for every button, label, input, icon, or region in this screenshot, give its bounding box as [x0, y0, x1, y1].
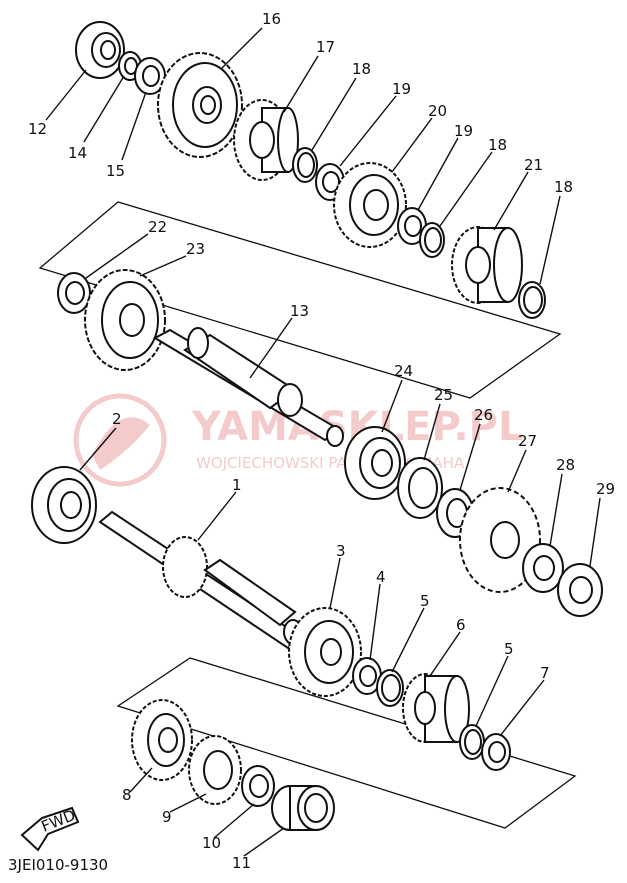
label-5b: 5	[504, 640, 514, 658]
label-2: 2	[112, 410, 122, 428]
leader-lines	[45, 27, 601, 857]
part-20-gear	[333, 162, 407, 248]
fwd-label: FWD	[39, 806, 78, 836]
label-11: 11	[232, 854, 251, 872]
label-18a: 18	[352, 60, 371, 78]
upper-gear-frame	[38, 201, 562, 399]
label-22: 22	[148, 218, 167, 236]
part-5b-circlip	[459, 724, 485, 760]
part-13-main-axle	[152, 327, 344, 447]
label-18c: 18	[554, 178, 573, 196]
part-27-sprocket	[459, 487, 541, 593]
part-28-lock-washer	[522, 543, 564, 593]
part-25-oil-seal	[397, 457, 443, 519]
label-28: 28	[556, 456, 575, 474]
label-9: 9	[162, 808, 172, 826]
part-6-gear	[402, 673, 470, 743]
lower-gear-frame	[116, 657, 577, 829]
label-1: 1	[232, 476, 242, 494]
label-13: 13	[290, 302, 309, 320]
label-15: 15	[106, 162, 125, 180]
label-5a: 5	[420, 592, 430, 610]
part-12-bearing	[75, 21, 125, 79]
label-17: 17	[316, 38, 335, 56]
label-21: 21	[524, 156, 543, 174]
part-8-gear	[131, 699, 193, 781]
part-22-washer	[57, 272, 91, 314]
part-16-gear	[157, 52, 243, 158]
part-23-gear	[84, 269, 166, 371]
label-4: 4	[376, 568, 386, 586]
label-19b: 19	[454, 122, 473, 140]
label-18b: 18	[488, 136, 507, 154]
label-16: 16	[262, 10, 281, 28]
part-17-gear	[233, 99, 299, 181]
label-14: 14	[68, 144, 87, 162]
label-29: 29	[596, 480, 615, 498]
part-19b-washer	[397, 207, 427, 245]
part-10-washer	[241, 765, 275, 807]
label-24: 24	[394, 362, 413, 380]
part-2-bearing	[31, 466, 97, 544]
part-labels: 12 14 15 16 17 18 19 20 19 18 21 18 22 2…	[28, 10, 615, 872]
label-26: 26	[474, 406, 493, 424]
label-10: 10	[202, 834, 221, 852]
part-7-washer	[481, 733, 511, 771]
label-23: 23	[186, 240, 205, 258]
label-6: 6	[456, 616, 466, 634]
label-12: 12	[28, 120, 47, 138]
part-18b-circlip	[419, 222, 445, 258]
label-8: 8	[122, 786, 132, 804]
part-29-nut	[557, 563, 603, 617]
part-18c-circlip	[518, 281, 546, 319]
part-4-washer	[352, 657, 382, 695]
part-11-bushing	[271, 785, 335, 831]
label-19a: 19	[392, 80, 411, 98]
label-7: 7	[540, 664, 550, 682]
label-3: 3	[336, 542, 346, 560]
part-21-gear	[451, 226, 523, 304]
part-1-drive-axle	[98, 510, 303, 650]
part-3-gear	[288, 607, 362, 697]
part-5a-circlip	[376, 669, 404, 707]
diagram-code: 3JEI010-9130	[8, 856, 108, 874]
label-27: 27	[518, 432, 537, 450]
part-24-bearing	[344, 426, 406, 500]
part-18a-circlip	[292, 147, 318, 183]
part-9-gear	[188, 735, 242, 805]
label-25: 25	[434, 386, 453, 404]
fwd-arrow-icon: FWD	[20, 806, 80, 852]
label-20: 20	[428, 102, 447, 120]
